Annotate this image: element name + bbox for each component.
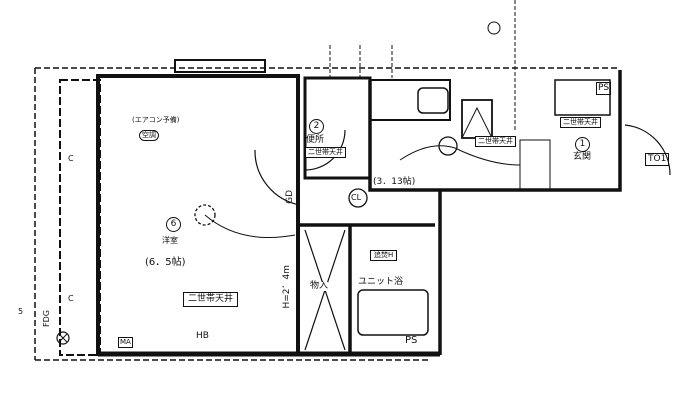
bathtub (357, 289, 429, 336)
sink (417, 87, 449, 114)
lot-boundary (34, 67, 620, 361)
ps-top-label: PS (596, 82, 612, 95)
gd-label: GD (285, 190, 295, 204)
side-label-c2: C (68, 294, 74, 303)
interior-walls (300, 70, 622, 355)
kitchen-counter (369, 79, 451, 121)
ma-label: MA (118, 337, 133, 348)
bath-name: ユニット浴 (358, 277, 404, 287)
toilet-name: 便所 (306, 135, 325, 145)
western-room-number: 6 (166, 217, 181, 232)
kitchen-size: (3．13帖) (373, 177, 416, 187)
to1-label: TO1 (645, 153, 670, 166)
cl-label: CL (351, 193, 362, 202)
storage-name: 物入 (310, 281, 329, 291)
door-arc-toilet (304, 129, 346, 171)
toilet-ceiling: 二世帯天井 (305, 147, 346, 158)
balcony (59, 79, 101, 356)
toilet-number: 2 (309, 119, 324, 134)
entrance-ceiling: 二世帯天井 (560, 117, 601, 128)
aircon-tag: 空調 (139, 130, 159, 141)
entrance-steps (519, 139, 551, 191)
ps-bottom-label: PS (405, 335, 418, 346)
fridge-space (461, 99, 493, 139)
ceiling-light (194, 204, 216, 226)
western-room-ceiling: 二世帯天井 (183, 292, 239, 307)
door-arc-entrance (624, 124, 671, 176)
wire-2 (399, 145, 521, 166)
side-label-5: 5 (18, 307, 24, 316)
entrance-number: 1 (575, 137, 590, 152)
wire-1 (204, 214, 296, 238)
bath-heater: 追焚H (370, 250, 398, 261)
entrance-name: 玄関 (573, 152, 592, 162)
kitchen-ceiling: 二世帯天井 (475, 136, 516, 147)
western-room-wall (96, 74, 300, 356)
hb-label: HB (196, 331, 209, 341)
door-arc-western (254, 149, 301, 206)
side-label-c1: C (68, 154, 74, 163)
aircon-label: (エアコン予備) (132, 116, 180, 124)
outlet-symbol (56, 331, 70, 345)
shoe-box (554, 79, 611, 116)
western-room-size: (6．5帖) (145, 257, 186, 268)
western-room-name: 洋室 (162, 236, 178, 245)
window-top (174, 59, 266, 73)
fdg-label: FDG (42, 310, 51, 327)
storage-height: H=2．4m (282, 265, 292, 309)
